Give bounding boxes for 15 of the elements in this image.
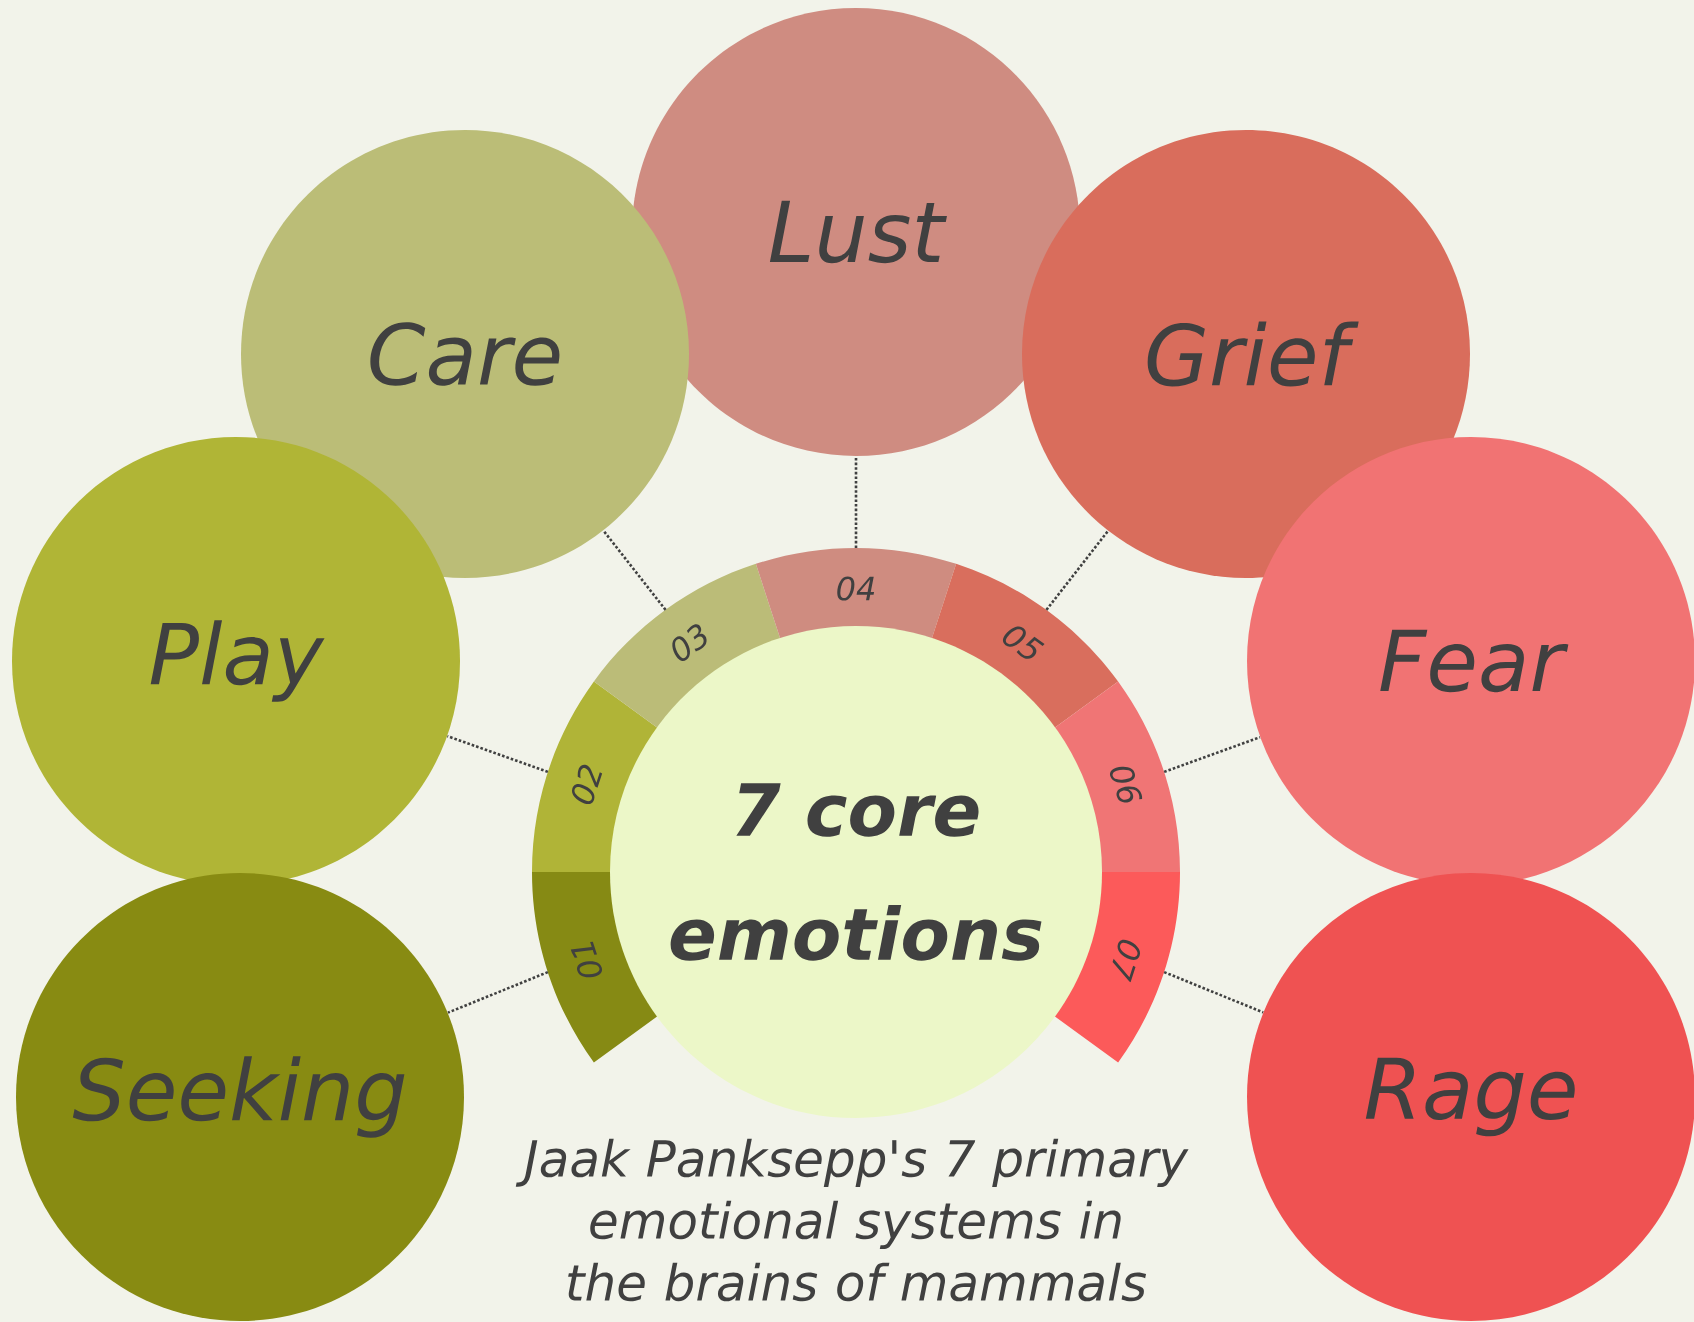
dotted-line xyxy=(447,734,549,774)
ring-segment: 03 xyxy=(593,563,781,730)
title: Jaak Panksepp's 7 primary emotional systems in the brains of mammals xyxy=(515,1138,1189,1302)
ring-segment: 06 xyxy=(1052,681,1180,872)
dotted-line xyxy=(1163,736,1261,774)
ring-segment: 07 xyxy=(1052,872,1180,1063)
dotted-line xyxy=(1045,530,1110,611)
ring-segment: 02 xyxy=(532,681,660,872)
dotted-line xyxy=(447,970,549,1014)
ring-segment: 05 xyxy=(931,563,1119,730)
dotted-line xyxy=(854,456,858,548)
ring-segment: 04 xyxy=(755,548,957,641)
dotted-line xyxy=(1163,970,1264,1014)
dotted-line xyxy=(602,529,667,611)
ring-segment: 01 xyxy=(532,872,660,1063)
